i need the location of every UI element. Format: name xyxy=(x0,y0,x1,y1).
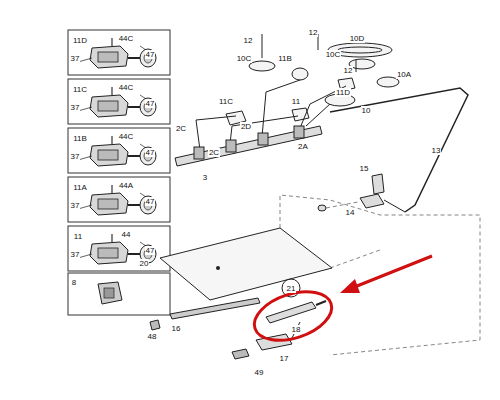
callout-number: 11 xyxy=(73,232,83,241)
regulator-bracket xyxy=(318,174,405,212)
callout-number: 11D xyxy=(335,88,351,97)
callout-number: 47 xyxy=(145,246,156,255)
lower-parts xyxy=(150,298,326,359)
callout-number: 2C xyxy=(175,124,187,133)
callout-number: 8 xyxy=(71,278,77,287)
callout-number: 47 xyxy=(145,99,156,108)
callout-number: 11A xyxy=(72,183,88,192)
callout-number: 12 xyxy=(243,36,254,45)
callout-number: 44C xyxy=(118,83,135,92)
callout-number: 10A xyxy=(396,70,412,79)
plate xyxy=(160,228,332,300)
callout-number: 20 xyxy=(139,259,150,268)
callout-number: 48 xyxy=(147,332,158,341)
callout-number: 11 xyxy=(291,97,301,106)
callout-number: 18 xyxy=(291,325,302,334)
callout-number: 2A xyxy=(297,142,309,151)
callout-number: 47 xyxy=(145,197,156,206)
callout-number: 11D xyxy=(72,36,88,45)
callout-number: 10D xyxy=(349,34,366,43)
callout-number: 11C xyxy=(72,85,88,94)
callout-number: 49 xyxy=(254,368,265,377)
highlight-ellipse xyxy=(248,283,338,350)
callout-number: 2C xyxy=(208,148,220,157)
callout-number: 17 xyxy=(279,354,290,363)
callout-number: 11C xyxy=(218,97,234,106)
callout-number: 12 xyxy=(343,66,354,75)
callout-number: 16 xyxy=(171,324,182,333)
callout-number: 37 xyxy=(70,201,81,210)
callout-number: 44 xyxy=(121,230,132,239)
hidden-lines xyxy=(280,195,480,355)
callout-number: 11B xyxy=(277,54,293,63)
callout-number: 37 xyxy=(70,250,81,259)
callout-number: 3 xyxy=(202,173,208,182)
callout-number: 10C xyxy=(325,50,342,59)
manifold xyxy=(175,126,322,166)
callout-number: 11B xyxy=(72,134,88,143)
callout-number: 44C xyxy=(118,132,135,141)
callout-number: 44A xyxy=(118,181,134,190)
callout-number: 15 xyxy=(359,164,370,173)
callout-number: 13 xyxy=(431,146,442,155)
valve-boxes xyxy=(68,30,170,315)
callout-number: 47 xyxy=(145,50,156,59)
callout-number: 37 xyxy=(70,152,81,161)
callout-number: 21 xyxy=(286,284,297,293)
callout-number: 37 xyxy=(70,103,81,112)
callout-number: 2D xyxy=(240,122,252,131)
burners xyxy=(226,34,399,125)
callout-number: 37 xyxy=(70,54,81,63)
callout-number: 10 xyxy=(361,106,372,115)
callout-number: 44C xyxy=(118,34,135,43)
highlight-arrow xyxy=(340,256,432,293)
callout-number: 47 xyxy=(145,148,156,157)
callout-number: 12 xyxy=(308,28,319,37)
callout-number: 10C xyxy=(236,54,253,63)
callout-number: 14 xyxy=(345,208,356,217)
